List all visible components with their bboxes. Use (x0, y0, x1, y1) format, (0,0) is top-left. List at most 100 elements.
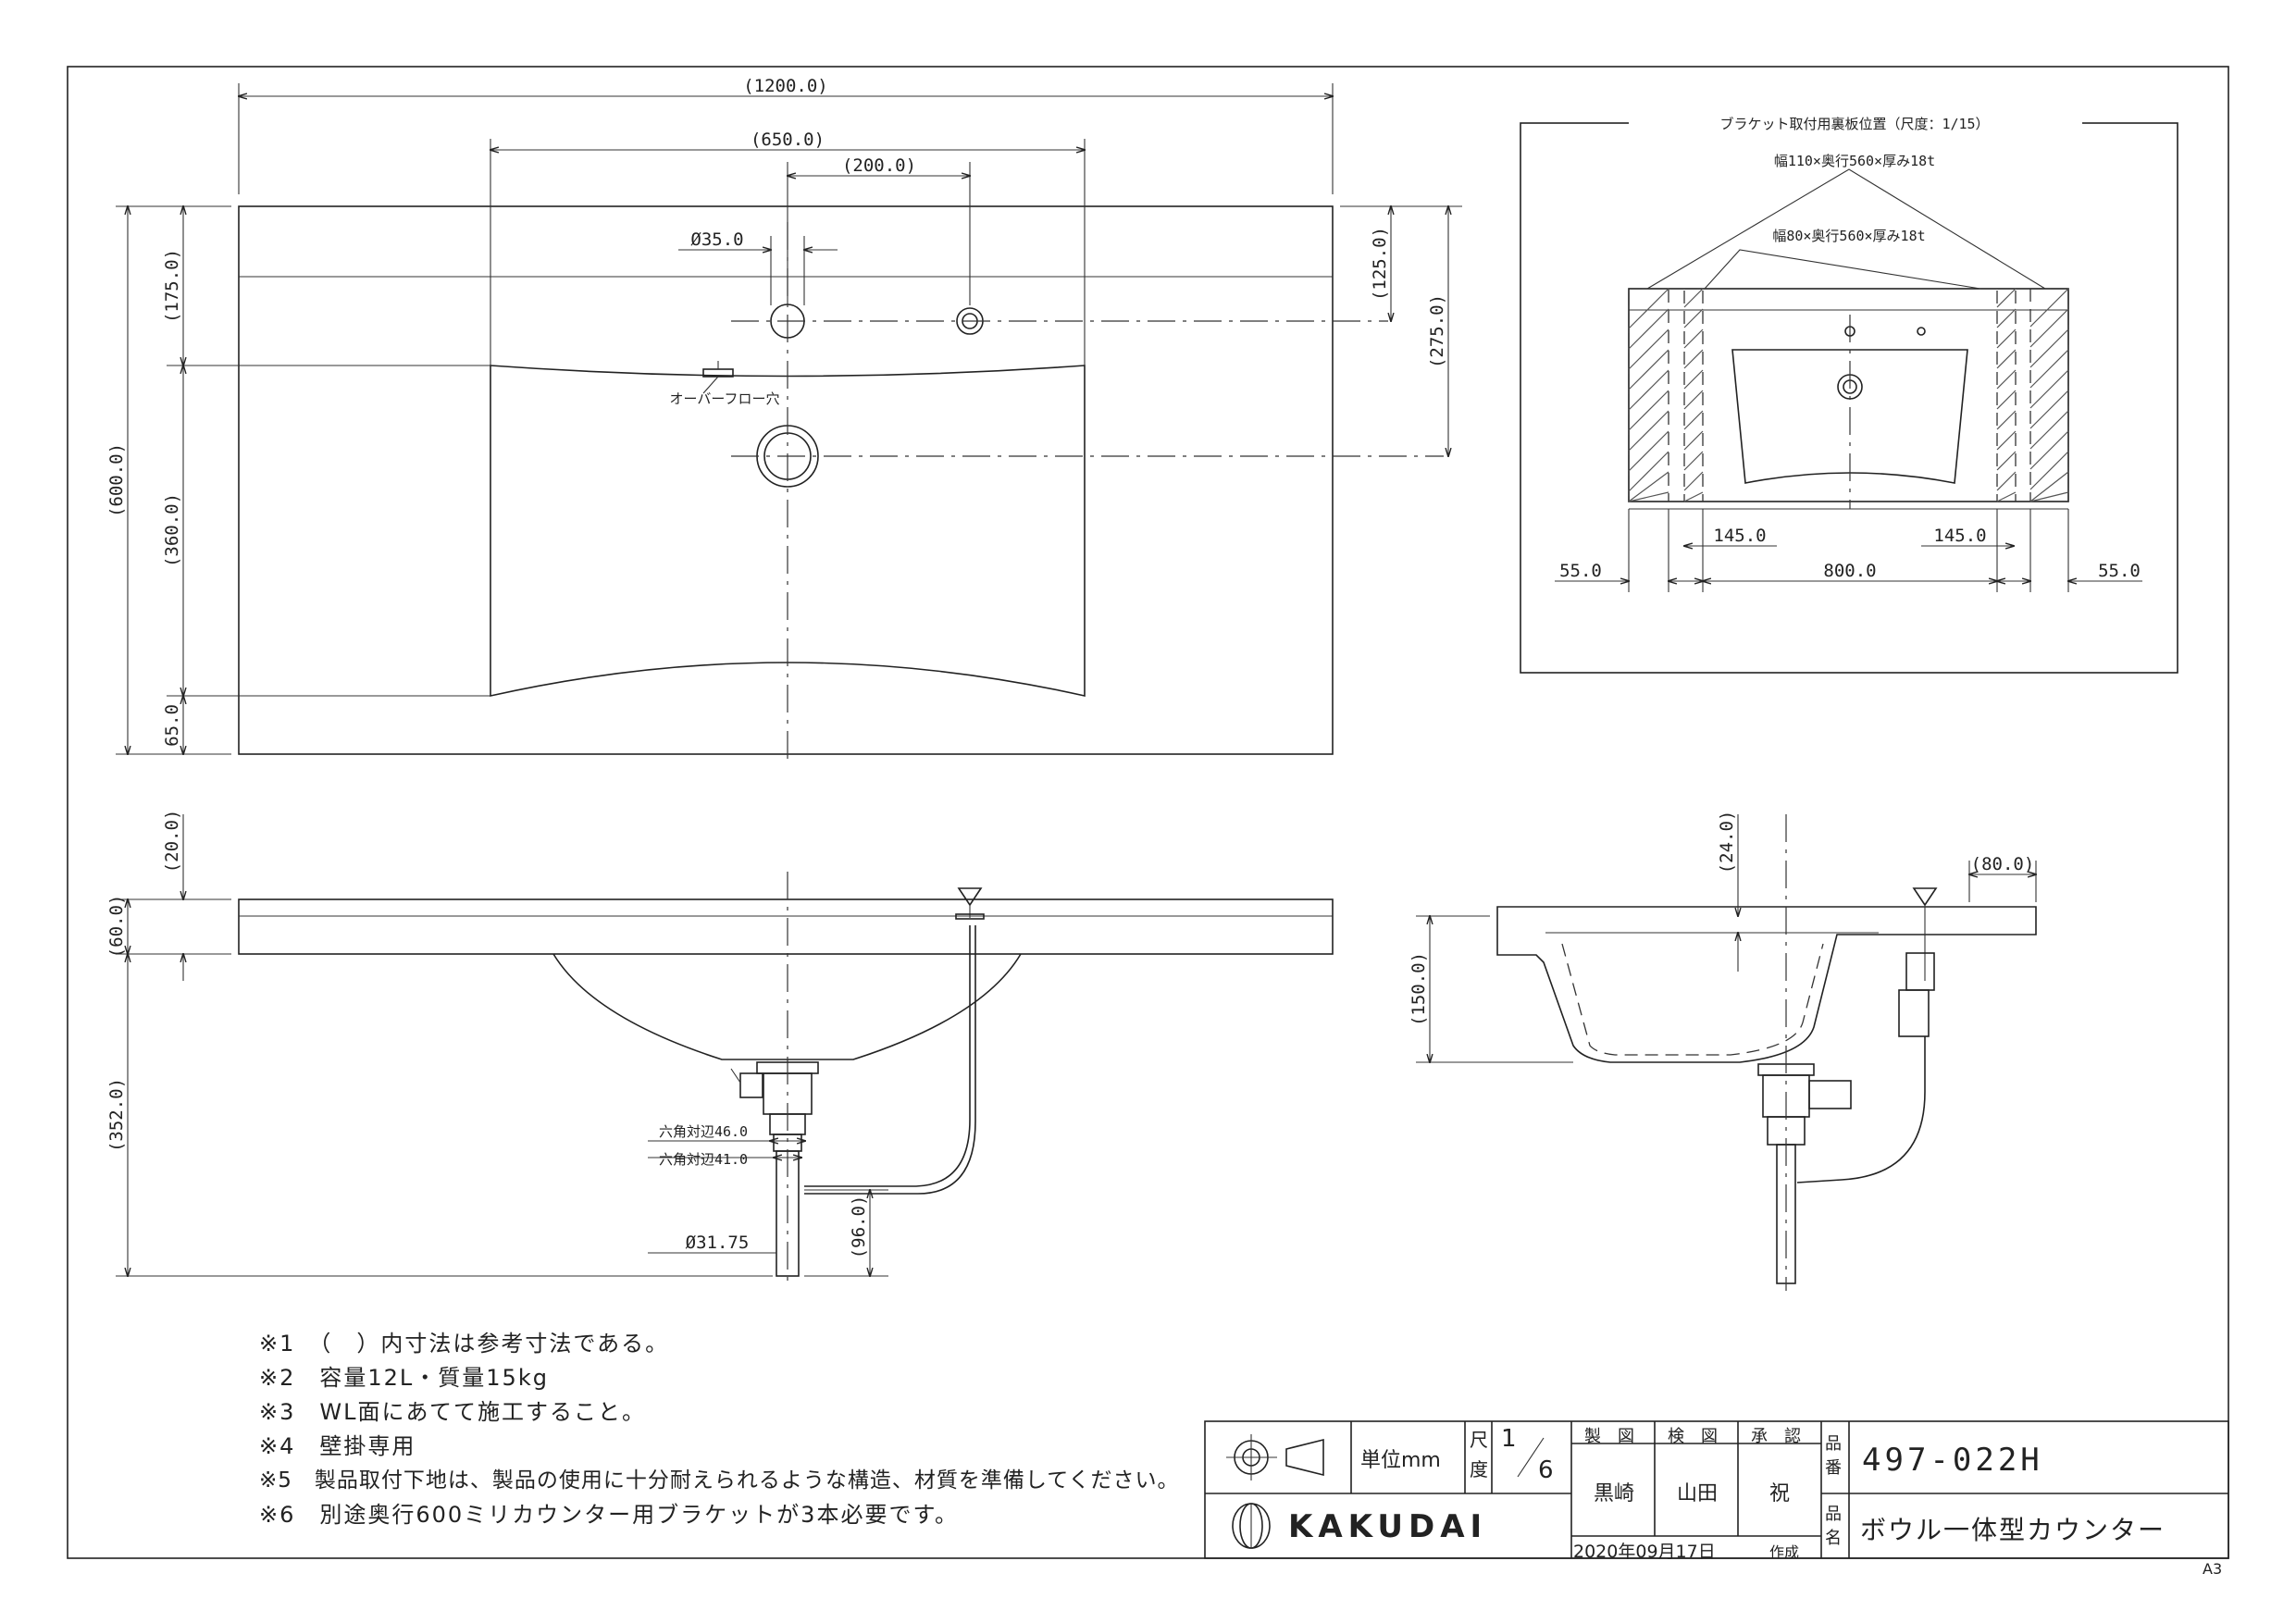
dim-bowl-depth: (360.0) (162, 493, 182, 567)
bracket-board (1996, 288, 2017, 502)
front-view: (20.0) (60.0) (352.0) (96.0) 六角対辺46.0 六角… (106, 810, 1334, 1281)
approved-label: 承 認 (1751, 1427, 1801, 1446)
scale-den: 6 (1538, 1456, 1554, 1484)
dim-hex-41: 六角対辺41.0 (659, 1151, 748, 1168)
checked-by: 山田 (1677, 1482, 1719, 1505)
dim-trap-drop: (96.0) (849, 1196, 869, 1259)
creation-date: 2020年09月17日 (1573, 1542, 1716, 1562)
dim-front-margin: 65.0 (162, 704, 182, 747)
paper-size: A3 (2203, 1560, 2223, 1578)
hatch-line (1683, 369, 1704, 390)
dim-left-inner: 145.0 (1713, 526, 1766, 546)
dim-drain-depth: (275.0) (1427, 294, 1447, 368)
hatch-line (1628, 451, 1669, 492)
dim-side-back: (80.0) (1971, 854, 2035, 874)
hatch-line (2029, 308, 2069, 348)
dim-total-height: (352.0) (106, 1078, 127, 1152)
hatch-line (1996, 369, 2017, 390)
hatch-line (1628, 308, 1669, 350)
dim-side-height: (150.0) (1409, 952, 1429, 1026)
hatch-line (1628, 410, 1669, 452)
title-block-lines (1204, 1420, 2229, 1559)
dim-top-clearance: (20.0) (162, 810, 182, 873)
hatch-line (1683, 308, 1704, 328)
part-no-label-1: 品 (1825, 1434, 1842, 1454)
dim-side-clearance: (24.0) (1717, 811, 1737, 874)
hatch-line (1683, 288, 1704, 308)
hatch-line (1996, 451, 2017, 471)
made-by: 黒崎 (1594, 1482, 1635, 1505)
counter-outline (238, 205, 1334, 755)
hatch-line (1628, 328, 1669, 370)
made-by-label: 製 図 (1584, 1427, 1634, 1446)
note-5: ※5 製品取付下地は、製品の使用に十分耐えられるような構造、材質を準備してくださ… (259, 1468, 1180, 1493)
dim-right-outer: 55.0 (2098, 561, 2141, 581)
hatch-line (1683, 410, 1704, 430)
hatch-line (1683, 451, 1704, 471)
hatch-line (1628, 390, 1669, 431)
hatch-line (1996, 430, 2017, 451)
hatch-line (1996, 288, 2017, 308)
note-4: ※4 壁掛専用 (259, 1433, 416, 1459)
note-2: ※2 容量12L・質量15kg (259, 1365, 549, 1391)
dim-right-inner: 145.0 (1933, 526, 1986, 546)
dim-center: 800.0 (1823, 561, 1876, 581)
bowl-outline (490, 365, 1086, 697)
name-label-2: 名 (1825, 1529, 1842, 1548)
hatch-line (1628, 369, 1669, 411)
scale-num: 1 (1501, 1425, 1517, 1453)
bracket-board (1628, 288, 1669, 502)
part-number: 497-022H (1862, 1442, 2043, 1479)
hatch-line (1683, 328, 1704, 349)
bracket-title: ブラケット取付用裏板位置（尺度：1/15） (1719, 116, 1989, 132)
part-no-label-2: 番 (1825, 1458, 1842, 1478)
hatch-line (1996, 349, 2017, 369)
hatch-line (1996, 491, 2017, 502)
board-small-label: 幅80×奥行560×厚み18t (1772, 228, 1925, 244)
company-name: KAKUDAI (1288, 1508, 1488, 1545)
hatch-line (1628, 471, 1669, 502)
hatch-line (1996, 328, 2017, 349)
dim-counter-thickness: (60.0) (106, 895, 127, 959)
creation-label: 作成 (1769, 1543, 1800, 1561)
hatch-line (1628, 430, 1669, 472)
dim-faucet-offset: (200.0) (842, 155, 916, 176)
hatch-line (1628, 288, 1669, 329)
hatch-line (1683, 430, 1704, 451)
sheet-border (67, 66, 2229, 1559)
dim-top-depth: (175.0) (162, 249, 182, 323)
scale-label-2: 度 (1470, 1458, 1488, 1481)
hatch-line (1996, 308, 2017, 328)
board-large-label: 幅110×奥行560×厚み18t (1774, 153, 1935, 169)
hatch-line (2029, 471, 2069, 502)
checked-label: 検 図 (1668, 1427, 1718, 1446)
hatch-line (1683, 349, 1704, 369)
hatch-line (1996, 471, 2017, 491)
hatch-line (1996, 390, 2017, 410)
bracket-board (1683, 288, 1704, 502)
hatch-line (1683, 491, 1704, 502)
bracket-frame (1520, 122, 2178, 674)
note-6: ※6 別途奥行600ミリカウンター用ブラケットが3本必要です。 (259, 1502, 960, 1528)
bracket-view: ブラケット取付用裏板位置（尺度：1/15） 幅110×奥行560×厚み18t 幅… (1520, 116, 2178, 674)
dim-overall-width: (1200.0) (743, 76, 828, 96)
hatch-line (2029, 430, 2069, 470)
hatch-line (1628, 491, 1669, 502)
hatch-line (2029, 349, 2069, 389)
scale-label-1: 尺 (1470, 1429, 1488, 1451)
plan-view: (1200.0) (650.0) (200.0) Ø35.0 オーバーフロー穴 … (106, 76, 1462, 759)
hatch-line (2029, 288, 2069, 328)
overflow-label: オーバーフロー穴 (670, 390, 780, 407)
dim-left-outer: 55.0 (1559, 561, 1602, 581)
approved-by: 祝 (1769, 1482, 1791, 1505)
dim-total-depth: (600.0) (106, 443, 127, 517)
unit-label: 単位mm (1360, 1449, 1441, 1472)
note-1: ※1 （ ）内寸法は参考寸法である。 (259, 1331, 670, 1357)
dim-pipe-dia: Ø31.75 (686, 1233, 750, 1253)
hatch-line (1628, 349, 1669, 390)
dim-faucet-hole: Ø35.0 (690, 229, 743, 250)
counter-front (238, 898, 1334, 955)
hatch-line (2029, 491, 2069, 502)
hatch-line (2029, 369, 2069, 409)
